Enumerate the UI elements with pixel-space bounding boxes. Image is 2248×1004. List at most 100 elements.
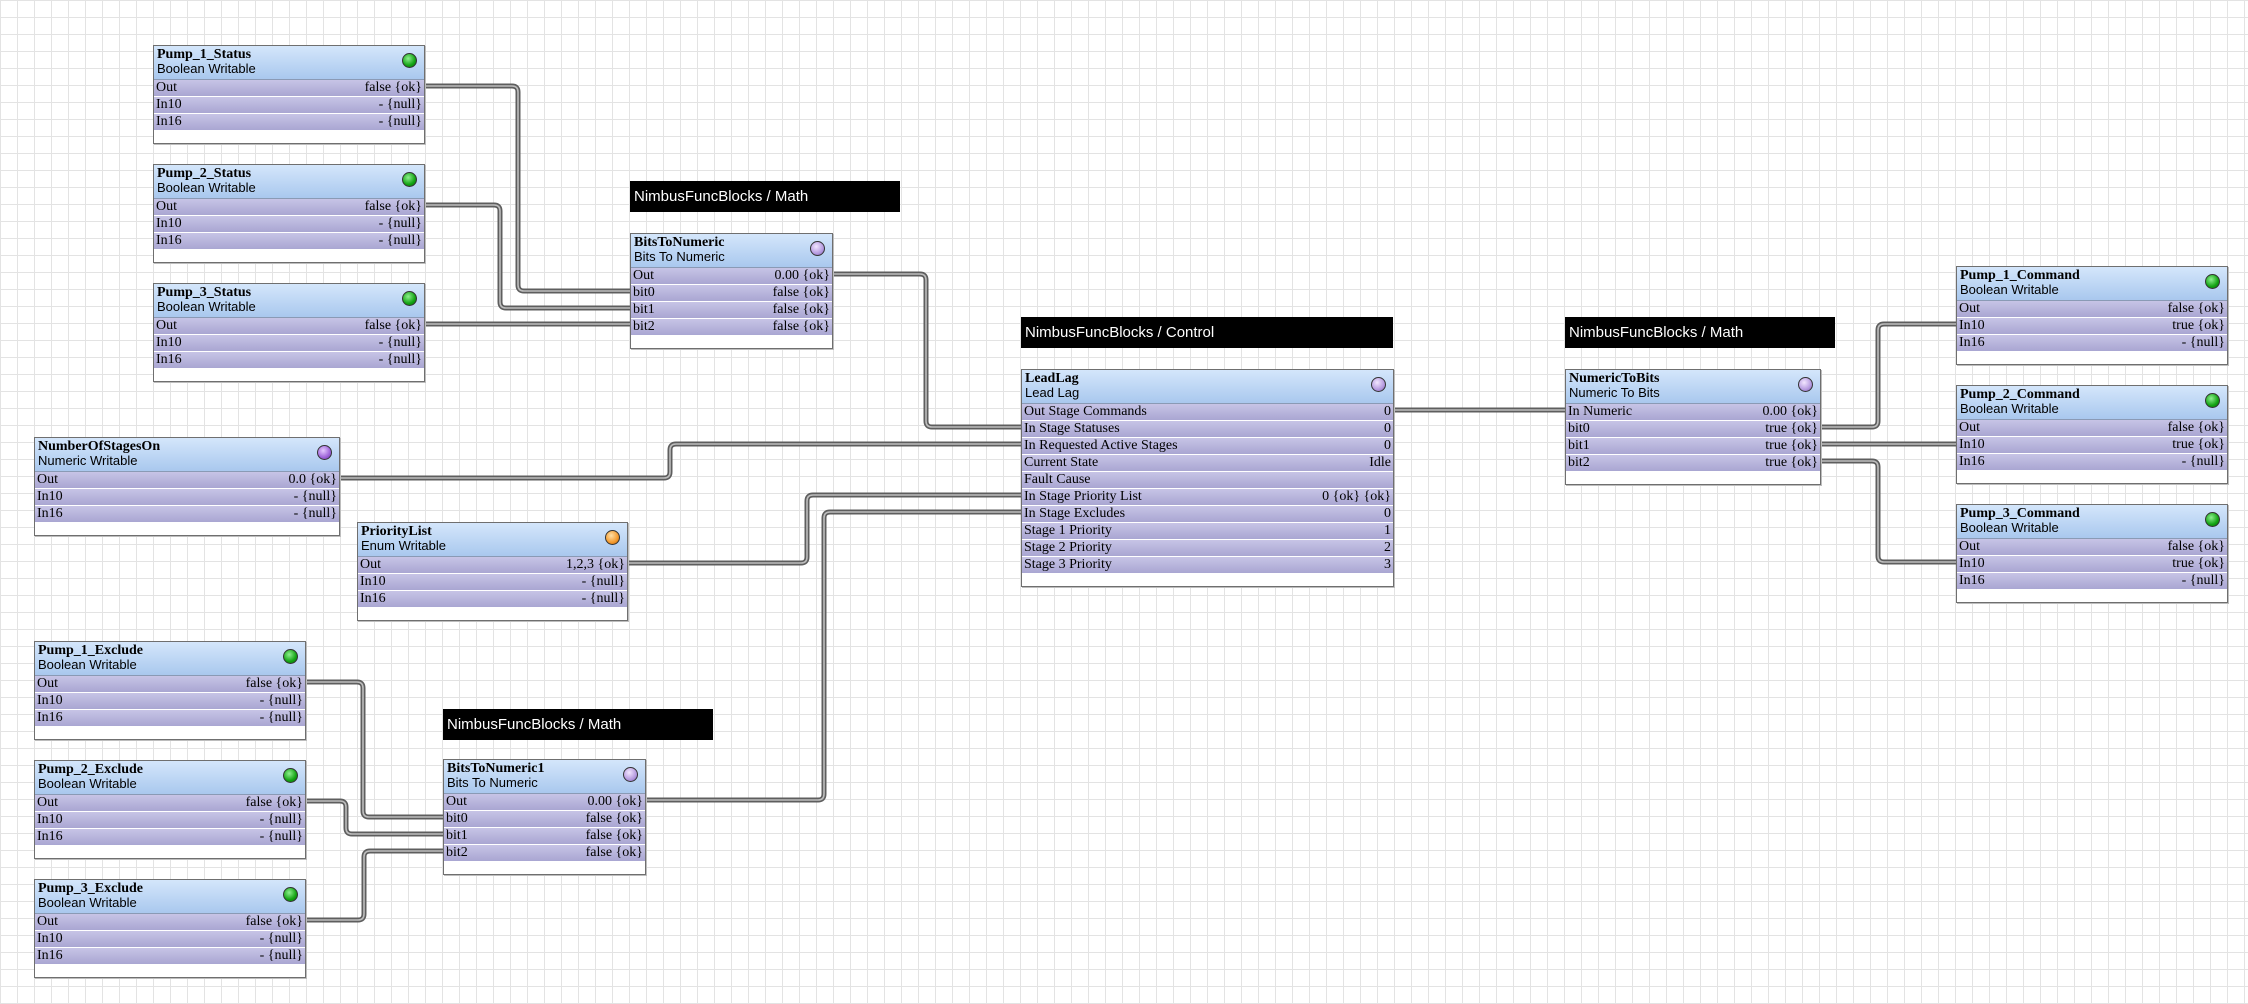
slot-row[interactable]: In16- {null} xyxy=(1957,573,2227,590)
slot-row[interactable]: In16- {null} xyxy=(358,591,627,608)
slot-row[interactable]: In10- {null} xyxy=(35,489,339,506)
block-title: Pump_1_Status xyxy=(157,47,252,62)
slot-name: In10 xyxy=(156,335,182,350)
block-type: Numeric Writable xyxy=(38,453,138,468)
slot-name: In10 xyxy=(156,216,182,231)
block-type: Boolean Writable xyxy=(38,895,137,910)
block-type: Boolean Writable xyxy=(38,776,137,791)
slot-row[interactable]: In16- {null} xyxy=(154,352,424,369)
slot-row[interactable]: In10- {null} xyxy=(358,574,627,591)
slot-row[interactable]: In16- {null} xyxy=(35,710,305,727)
wire-stagesOn-to-requested-stages xyxy=(336,441,1025,481)
slot-row[interactable]: In10- {null} xyxy=(35,931,305,948)
slot-row[interactable]: In10- {null} xyxy=(35,693,305,710)
slot-value: - {null} xyxy=(259,829,303,844)
slot-row[interactable]: In10- {null} xyxy=(154,216,424,233)
slot-row[interactable]: In10- {null} xyxy=(35,812,305,829)
slot-name: In10 xyxy=(37,812,63,827)
slot-row[interactable]: In16- {null} xyxy=(35,948,305,965)
slot-row[interactable]: In16- {null} xyxy=(35,829,305,846)
block-title: Pump_2_Command xyxy=(1960,387,2080,402)
slot-name: In Stage Statuses xyxy=(1024,421,1120,436)
wire-pump1-status-to-bit0 xyxy=(421,83,635,294)
slot-row[interactable]: In16- {null} xyxy=(35,506,339,523)
block-title: NumericToBits xyxy=(1569,371,1660,386)
status-indicator-icon xyxy=(402,291,417,306)
slot-row[interactable]: In16- {null} xyxy=(1957,335,2227,352)
slot-row[interactable]: In16- {null} xyxy=(154,114,424,131)
slot-row[interactable]: In10- {null} xyxy=(154,97,424,114)
slot-row[interactable]: In10- {null} xyxy=(154,335,424,352)
slot-row[interactable]: In16- {null} xyxy=(1957,454,2227,471)
slot-name: In Stage Excludes xyxy=(1024,506,1126,521)
slot-row[interactable]: Fault Cause xyxy=(1022,472,1393,489)
slot-row[interactable]: In16- {null} xyxy=(154,233,424,250)
